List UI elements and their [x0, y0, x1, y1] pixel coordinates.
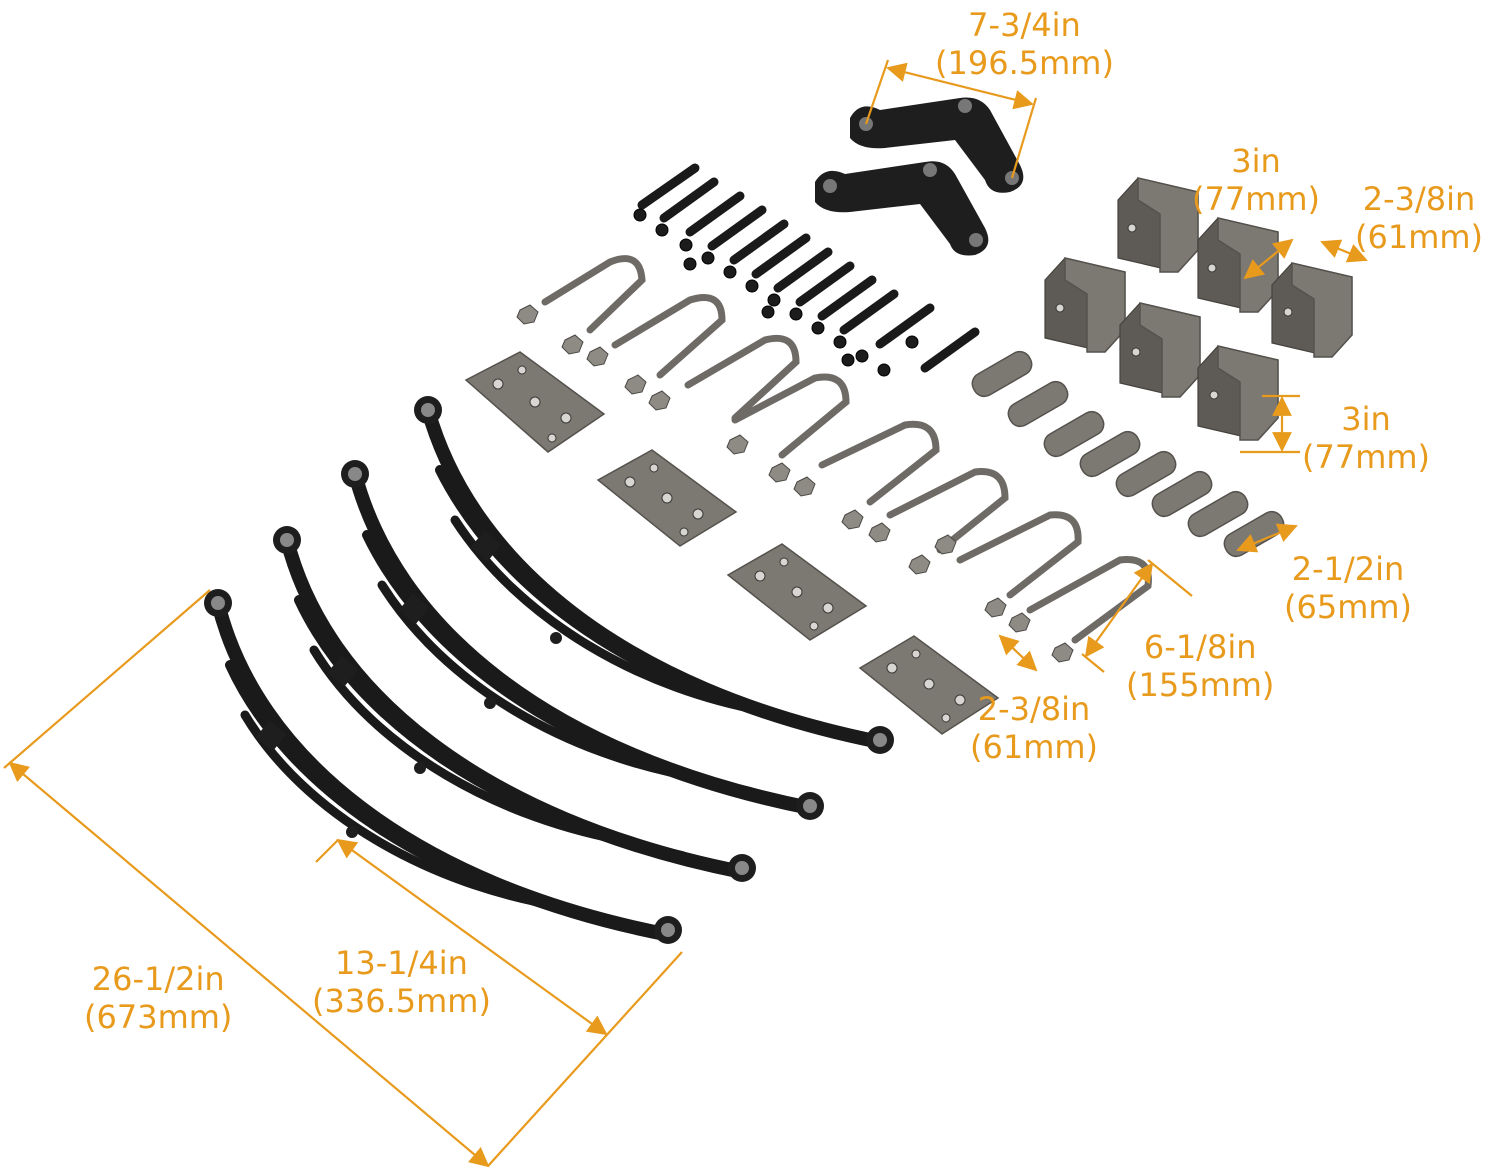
u-bolt — [684, 334, 800, 455]
label-millimeters: (65mm) — [1284, 588, 1413, 626]
hanger — [1271, 262, 1353, 358]
label-inches: 6-1/8in — [1143, 628, 1257, 666]
shackle-bolt — [751, 233, 811, 279]
label-inches: 3in — [1231, 142, 1281, 180]
shackle-bolt — [875, 303, 935, 349]
u-bolt — [818, 420, 940, 543]
shackle-strap — [1115, 450, 1177, 498]
dimension-line-hanger-height — [1240, 394, 1300, 454]
label-spring-half-length: 13-1/4in (336.5mm) — [312, 944, 491, 1020]
tie-plate — [726, 543, 868, 641]
shackle-strap — [1043, 410, 1105, 458]
equalizer-set — [815, 97, 1024, 256]
label-millimeters: (336.5mm) — [312, 982, 491, 1020]
label-millimeters: (673mm) — [84, 998, 233, 1036]
tie-plate-set — [464, 351, 1000, 735]
dimension-line-equalizer — [864, 59, 1038, 179]
tie-plate — [464, 351, 606, 453]
label-inches: 26-1/2in — [91, 960, 225, 998]
hanger — [1117, 177, 1199, 273]
label-hanger-width: 3in (77mm) — [1192, 142, 1320, 218]
dimension-line-ubolt-length — [1081, 559, 1193, 673]
hanger — [1197, 217, 1279, 313]
label-millimeters: (196.5mm) — [935, 44, 1114, 82]
label-hanger-height: 3in (77mm) — [1302, 400, 1430, 476]
dimension-line-hanger-depth — [1320, 239, 1368, 263]
leaf-spring — [273, 526, 756, 882]
leaf-spring-set — [204, 396, 894, 944]
u-bolt — [731, 373, 850, 497]
shackle-strap — [1007, 380, 1069, 428]
u-bolt — [886, 468, 1009, 575]
u-bolt — [956, 511, 1082, 633]
hanger — [1044, 257, 1126, 353]
label-millimeters: (77mm) — [1192, 180, 1321, 218]
label-millimeters: (61mm) — [970, 728, 1099, 766]
u-bolt — [611, 294, 726, 411]
tie-plate — [596, 449, 738, 547]
dimension-line-hanger-width — [1243, 238, 1294, 280]
label-inches: 2-1/2in — [1291, 550, 1405, 588]
label-inches: 7-3/4in — [968, 6, 1081, 44]
label-shackle-strap: 2-1/2in (65mm) — [1284, 550, 1412, 626]
shackle-bolt — [707, 205, 767, 251]
label-ubolt-width: 2-3/8in (61mm) — [970, 690, 1098, 766]
leaf-spring — [414, 396, 894, 754]
shackle-bolt — [637, 163, 700, 210]
label-hanger-depth: 2-3/8in (61mm) — [1355, 180, 1483, 256]
shackle-bolt — [817, 275, 877, 321]
hanger — [1119, 302, 1201, 398]
leaf-spring — [341, 460, 824, 820]
shackle-bolt — [839, 289, 899, 335]
shackle-bolt — [659, 177, 719, 223]
shackle-strap — [1151, 470, 1213, 518]
label-millimeters: (77mm) — [1302, 438, 1431, 476]
label-inches: 3in — [1341, 400, 1391, 438]
dimension-line-shackle-strap — [1236, 523, 1298, 553]
bolt-nut-grid — [633, 208, 919, 377]
label-inches: 2-3/8in — [977, 690, 1091, 728]
shackle-bolt — [773, 247, 833, 293]
label-inches: 2-3/8in — [1362, 180, 1476, 218]
dimension-lines — [3, 59, 1368, 1168]
shackle-strap — [1187, 490, 1249, 538]
label-equalizer-length: 7-3/4in (196.5mm) — [935, 6, 1114, 82]
shackle-bolt — [920, 327, 980, 373]
shackle-bolt-set — [633, 163, 980, 377]
shackle-bolt — [729, 219, 789, 265]
tie-plate — [858, 635, 1000, 735]
equalizer — [815, 161, 989, 256]
hanger-set — [1044, 177, 1353, 441]
shackle-strap — [1079, 430, 1141, 478]
label-millimeters: (155mm) — [1126, 666, 1275, 704]
shackle-bolt — [685, 191, 745, 237]
u-bolt — [516, 255, 646, 367]
dimension-line-spring-length — [3, 589, 683, 1168]
label-ubolt-length: 6-1/8in (155mm) — [1126, 628, 1274, 704]
label-inches: 13-1/4in — [334, 944, 468, 982]
shackle-bolt — [795, 261, 855, 307]
shackle-strap — [971, 350, 1033, 398]
label-millimeters: (61mm) — [1355, 218, 1484, 256]
label-spring-length: 26-1/2in (673mm) — [84, 960, 232, 1036]
hanger — [1197, 345, 1279, 441]
dimension-line-ubolt-width — [998, 634, 1038, 672]
